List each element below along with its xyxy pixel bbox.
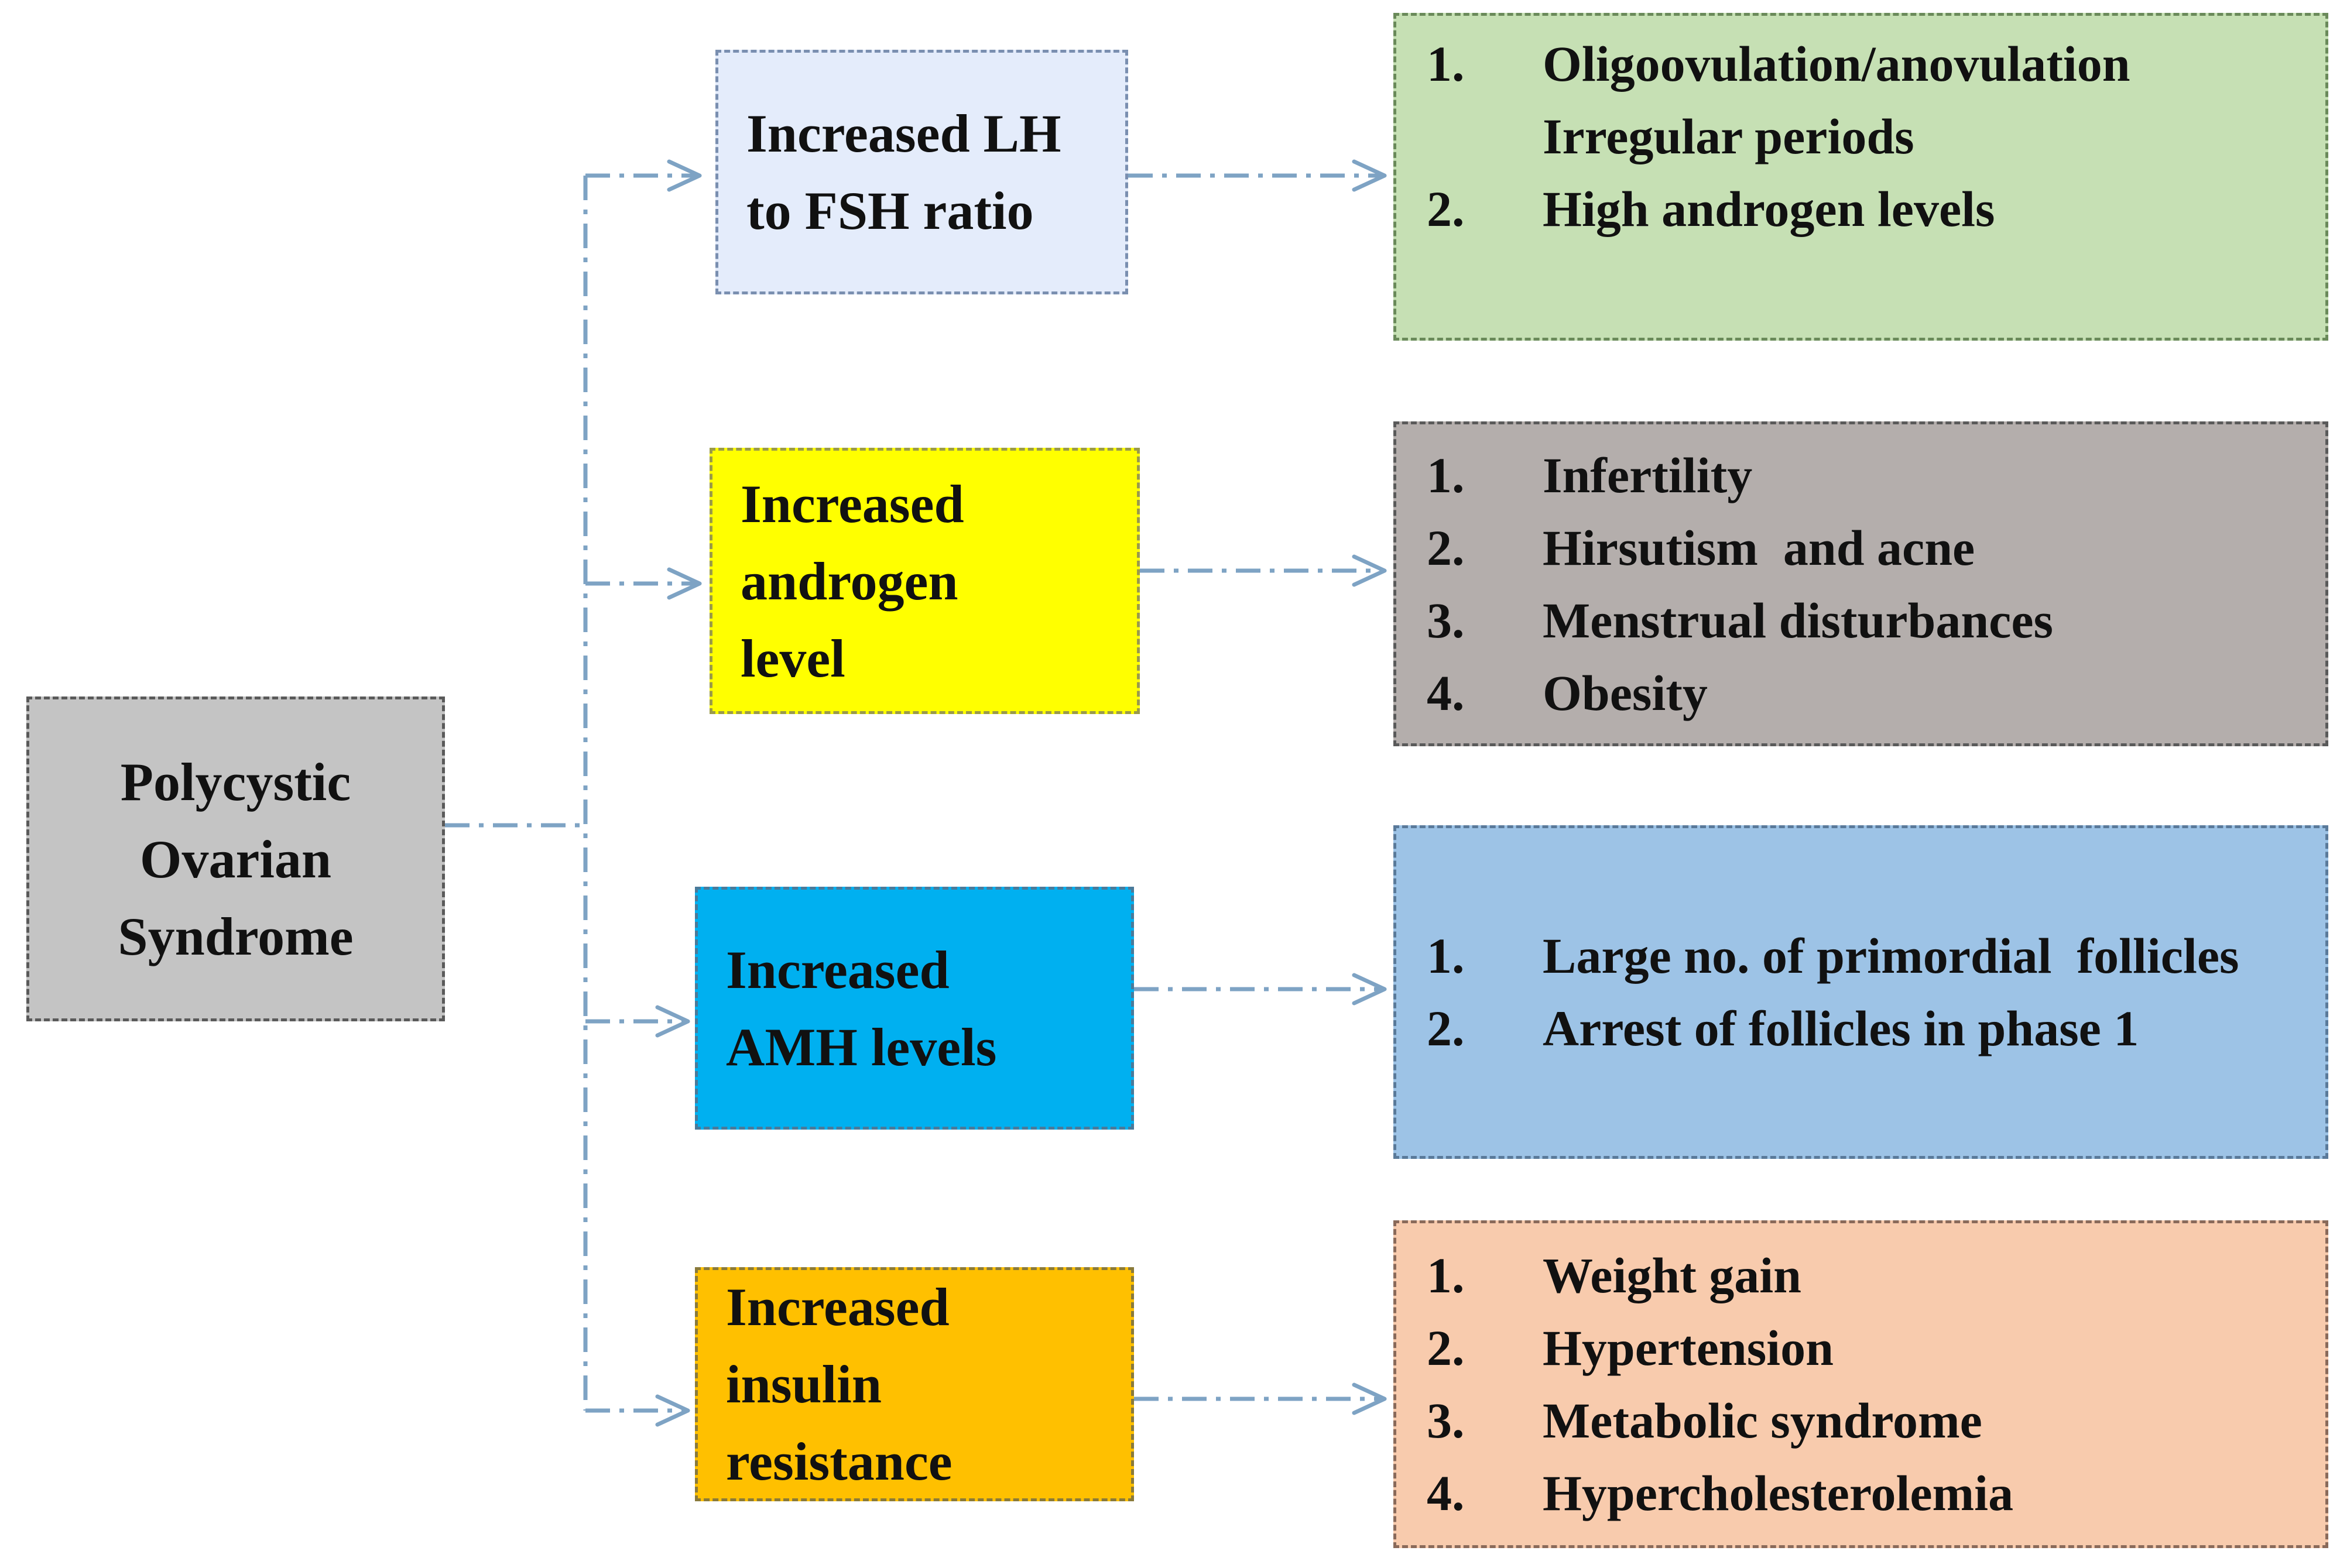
root-label-line: Ovarian	[139, 829, 332, 889]
effect-node-androgen: 1. Infertility 2. Hirsutism and acne 3. …	[1393, 421, 2328, 746]
effect-list-item: 1. Weight gain	[1427, 1239, 2013, 1312]
effect-list-item: 4. Hypercholesterolemia	[1427, 1457, 2013, 1529]
effect-item-text: Hypertension	[1543, 1320, 1834, 1376]
effect-item-number: 4.	[1427, 664, 1465, 721]
effect-item-number: 2.	[1427, 1000, 1465, 1056]
effect-list-item: 2. Hypertension	[1427, 1312, 2013, 1384]
effect-item-number: 4.	[1427, 1465, 1465, 1521]
effect-item-text: Menstrual disturbances	[1543, 592, 2053, 649]
effect-item-number: 2.	[1427, 181, 1465, 237]
effect-list-item: 1. Infertility	[1427, 439, 2053, 512]
cause-node-insulin-resistance: Increased insulin resistance	[695, 1267, 1134, 1501]
cause-node-amh-levels: Increased AMH levels	[695, 887, 1134, 1130]
effect-item-number: 1.	[1427, 928, 1465, 984]
effect-item-number: 1.	[1427, 1247, 1465, 1303]
effect-item-text: Large no. of primordial follicles	[1543, 928, 2239, 984]
effect-list-item: 2. Hirsutism and acne	[1427, 512, 2053, 584]
effect-item-text: High androgen levels	[1543, 181, 1995, 237]
effect-node-lh-fsh: 1. Oligoovulation/anovulation Irregular …	[1393, 13, 2328, 341]
effect-item-text: Hirsutism and acne	[1543, 519, 1975, 576]
cause-node-lh-fsh-ratio: Increased LH to FSH ratio	[715, 50, 1128, 294]
effect-list: 1. Weight gain 2. Hypertension 3. Metabo…	[1427, 1239, 2013, 1529]
effect-node-insulin: 1. Weight gain 2. Hypertension 3. Metabo…	[1393, 1220, 2328, 1548]
effect-list-item: 3. Metabolic syndrome	[1427, 1384, 2013, 1457]
cause-label: Increased LH to FSH ratio	[746, 104, 1061, 241]
effect-item-text: Oligoovulation/anovulation Irregular per…	[1543, 28, 2130, 173]
effect-item-number: 1.	[1427, 36, 1465, 92]
effect-item-text: Arrest of follicles in phase 1	[1543, 1000, 2139, 1056]
pcos-root-label: Polycystic Ovarian Syndrome	[118, 743, 353, 975]
effect-item-text: Hypercholesterolemia	[1543, 1465, 2014, 1521]
effect-item-text: Weight gain	[1543, 1247, 1802, 1303]
effect-item-number: 3.	[1427, 1392, 1465, 1449]
effect-list-item: 1. Large no. of primordial follicles	[1427, 919, 2239, 992]
effect-list: 1. Oligoovulation/anovulation Irregular …	[1427, 28, 2130, 245]
cause-label: Increased insulin resistance	[726, 1277, 953, 1491]
effect-list-item: 3. Menstrual disturbances	[1427, 584, 2053, 657]
cause-label: Increased androgen level	[741, 474, 964, 688]
effect-list: 1. Infertility 2. Hirsutism and acne 3. …	[1427, 439, 2053, 729]
effect-item-number: 1.	[1427, 447, 1465, 503]
effect-list-item: 1. Oligoovulation/anovulation Irregular …	[1427, 28, 2130, 173]
effect-item-number: 2.	[1427, 1320, 1465, 1376]
root-label-line: Polycystic	[120, 752, 351, 812]
effect-list: 1. Large no. of primordial follicles 2. …	[1427, 919, 2239, 1065]
cause-label: Increased AMH levels	[726, 939, 997, 1077]
effect-item-text: Infertility	[1543, 447, 1753, 503]
effect-item-number: 3.	[1427, 592, 1465, 649]
effect-item-line: Irregular periods	[1543, 108, 1914, 164]
effect-node-amh: 1. Large no. of primordial follicles 2. …	[1393, 825, 2328, 1159]
effect-item-line: Oligoovulation/anovulation	[1543, 36, 2130, 92]
pcos-root-node: Polycystic Ovarian Syndrome	[26, 696, 445, 1021]
root-label-line: Syndrome	[118, 906, 354, 966]
effect-item-number: 2.	[1427, 519, 1465, 576]
effect-list-item: 2. Arrest of follicles in phase 1	[1427, 992, 2239, 1065]
effect-item-text: Obesity	[1543, 664, 1708, 721]
effect-list-item: 4. Obesity	[1427, 657, 2053, 729]
effect-list-item: 2. High androgen levels	[1427, 173, 2130, 245]
effect-item-text: Metabolic syndrome	[1543, 1392, 1982, 1449]
cause-node-androgen-level: Increased androgen level	[710, 448, 1140, 714]
